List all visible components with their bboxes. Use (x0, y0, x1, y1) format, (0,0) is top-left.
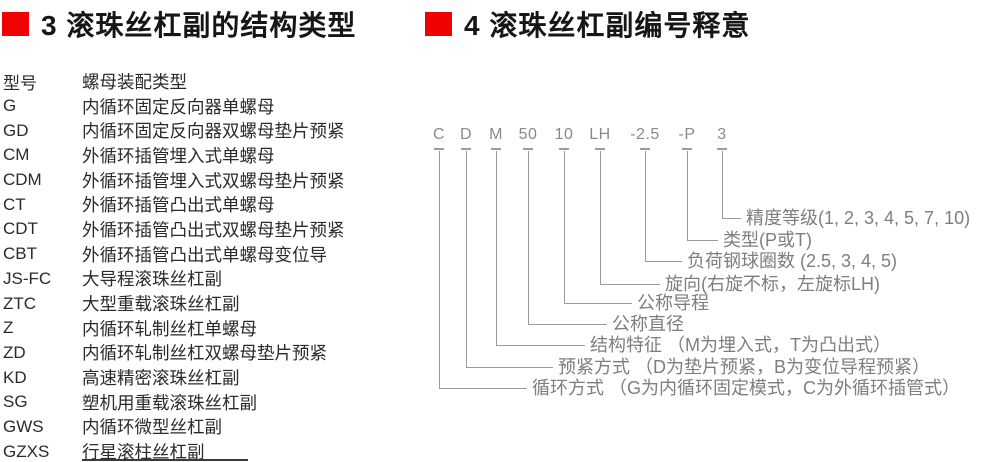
column-header-model: 型号 (3, 73, 37, 93)
table-row: GWS 内循环微型丝杠副 (3, 415, 383, 440)
model-description: 内循环轧制丝杠单螺母 (82, 318, 257, 339)
model-code: Z (3, 318, 14, 338)
leader-tick (559, 148, 569, 150)
model-code: CT (3, 194, 26, 214)
leader-line (528, 151, 607, 325)
table-row: ZD 内循环轧制丝杠双螺母垫片预紧 (3, 341, 383, 366)
leader-tick (461, 148, 471, 150)
leader-tick (717, 148, 727, 150)
model-code: CM (3, 145, 30, 165)
annotation-circulation-method: 循环方式 （G为内循环固定模式，C为外循环插管式） (532, 378, 960, 398)
leader-line (564, 151, 632, 304)
model-description: 外循环插管凸出式双螺母垫片预紧 (82, 219, 345, 240)
red-square-marker (425, 12, 452, 36)
model-code: KD (3, 367, 27, 387)
table-row: G 内循环固定反向器单螺母 (3, 94, 383, 119)
code-token: 50 (518, 126, 538, 143)
code-token: -P (678, 126, 696, 143)
table-row: SG 塑机用重载滚珠丝杠副 (3, 390, 383, 415)
leader-line (600, 151, 660, 285)
annotation-hand-direction: 旋向(右旋不标，左旋标LH) (665, 274, 880, 294)
table-row: JS-FC 大导程滚珠丝杠副 (3, 267, 383, 292)
leader-line (439, 151, 527, 389)
table-row: CT 外循环插管凸出式单螺母 (3, 192, 383, 217)
model-code: GD (3, 120, 29, 140)
model-description: 塑机用重载滚珠丝杠副 (82, 392, 257, 413)
table-row: CM 外循环插管埋入式单螺母 (3, 143, 383, 168)
leader-tick (491, 148, 501, 150)
section-title-text: 3 滚珠丝杠副的结构类型 (41, 10, 357, 41)
model-description: 内循环固定反向器单螺母 (82, 96, 275, 117)
section-title-structure-types: 3 滚珠丝杠副的结构类型 (2, 4, 356, 44)
section-title-text: 4 滚珠丝杠副编号释意 (464, 10, 751, 41)
model-description: 大导程滚珠丝杠副 (82, 269, 222, 290)
model-code: ZTC (3, 293, 37, 313)
model-description: 高速精密滚珠丝杠副 (82, 368, 240, 389)
red-square-marker (2, 12, 29, 36)
annotation-nominal-diameter: 公称直径 (612, 314, 684, 334)
leader-tick (682, 148, 692, 150)
leader-tick (523, 148, 533, 150)
leader-tick (434, 148, 444, 150)
leader-line (466, 151, 553, 368)
model-type-table: 型号 螺母装配类型 G 内循环固定反向器单螺母 GD 内循环固定反向器双螺母垫片… (3, 69, 383, 462)
model-description: 外循环插管凸出式单螺母变位导 (82, 244, 327, 265)
model-code: SG (3, 392, 28, 412)
column-header-type: 螺母装配类型 (82, 71, 187, 92)
model-description: 外循环插管埋入式单螺母 (82, 145, 275, 166)
annotation-ball-circuits: 负荷钢球圈数 (2.5, 3, 4, 5) (687, 251, 898, 271)
code-token: 10 (554, 126, 574, 143)
model-code: GWS (3, 416, 44, 436)
model-description: 行星滚柱丝杠副 (82, 442, 205, 462)
annotation-structure-feature: 结构特征 （M为埋入式，T为凸出式） (590, 335, 891, 355)
code-token: -2.5 (630, 126, 660, 143)
code-token: D (459, 126, 473, 143)
leader-tick (640, 148, 650, 150)
model-description: 大型重载滚珠丝杠副 (82, 294, 240, 315)
code-token: M (489, 126, 503, 143)
leader-line (645, 151, 682, 262)
model-description: 内循环微型丝杠副 (82, 417, 222, 438)
table-row: GZXS 行星滚柱丝杠副 (3, 439, 383, 462)
model-code: ZD (3, 342, 26, 362)
clipped-underline (82, 459, 248, 461)
leader-tick (595, 148, 605, 150)
model-code: GZXS (3, 441, 50, 461)
table-row: CBT 外循环插管凸出式单螺母变位导 (3, 242, 383, 267)
table-row: GD 内循环固定反向器双螺母垫片预紧 (3, 118, 383, 143)
model-description: 外循环插管埋入式双螺母垫片预紧 (82, 170, 345, 191)
leader-line (722, 151, 741, 219)
table-row: Z 内循环轧制丝杠单螺母 (3, 316, 383, 341)
section-title-numbering-meaning: 4 滚珠丝杠副编号释意 (425, 4, 750, 44)
table-header-row: 型号 螺母装配类型 (3, 69, 383, 94)
leader-line (496, 151, 585, 346)
model-description: 外循环插管凸出式单螺母 (82, 195, 275, 216)
table-row: CDT 外循环插管凸出式双螺母垫片预紧 (3, 217, 383, 242)
annotation-preload-method: 预紧方式 （D为垫片预紧，B为变位导程预紧） (558, 357, 931, 377)
code-token: LH (589, 126, 611, 143)
model-code: CDT (3, 219, 38, 239)
annotation-type: 类型(P或T) (723, 230, 812, 250)
code-token: 3 (717, 126, 727, 143)
table-row: KD 高速精密滚珠丝杠副 (3, 365, 383, 390)
model-code: CBT (3, 244, 37, 264)
model-code: CDM (3, 170, 42, 190)
leader-line (687, 151, 718, 241)
annotation-precision-grade: 精度等级(1, 2, 3, 4, 5, 7, 10) (746, 208, 971, 228)
code-token: C (432, 126, 446, 143)
model-code: JS-FC (3, 268, 52, 288)
annotation-nominal-lead: 公称导程 (637, 293, 709, 313)
model-description: 内循环轧制丝杠双螺母垫片预紧 (82, 343, 327, 364)
table-row: ZTC 大型重载滚珠丝杠副 (3, 291, 383, 316)
model-description: 内循环固定反向器双螺母垫片预紧 (82, 121, 345, 142)
table-row: CDM 外循环插管埋入式双螺母垫片预紧 (3, 168, 383, 193)
model-code: G (3, 96, 17, 116)
